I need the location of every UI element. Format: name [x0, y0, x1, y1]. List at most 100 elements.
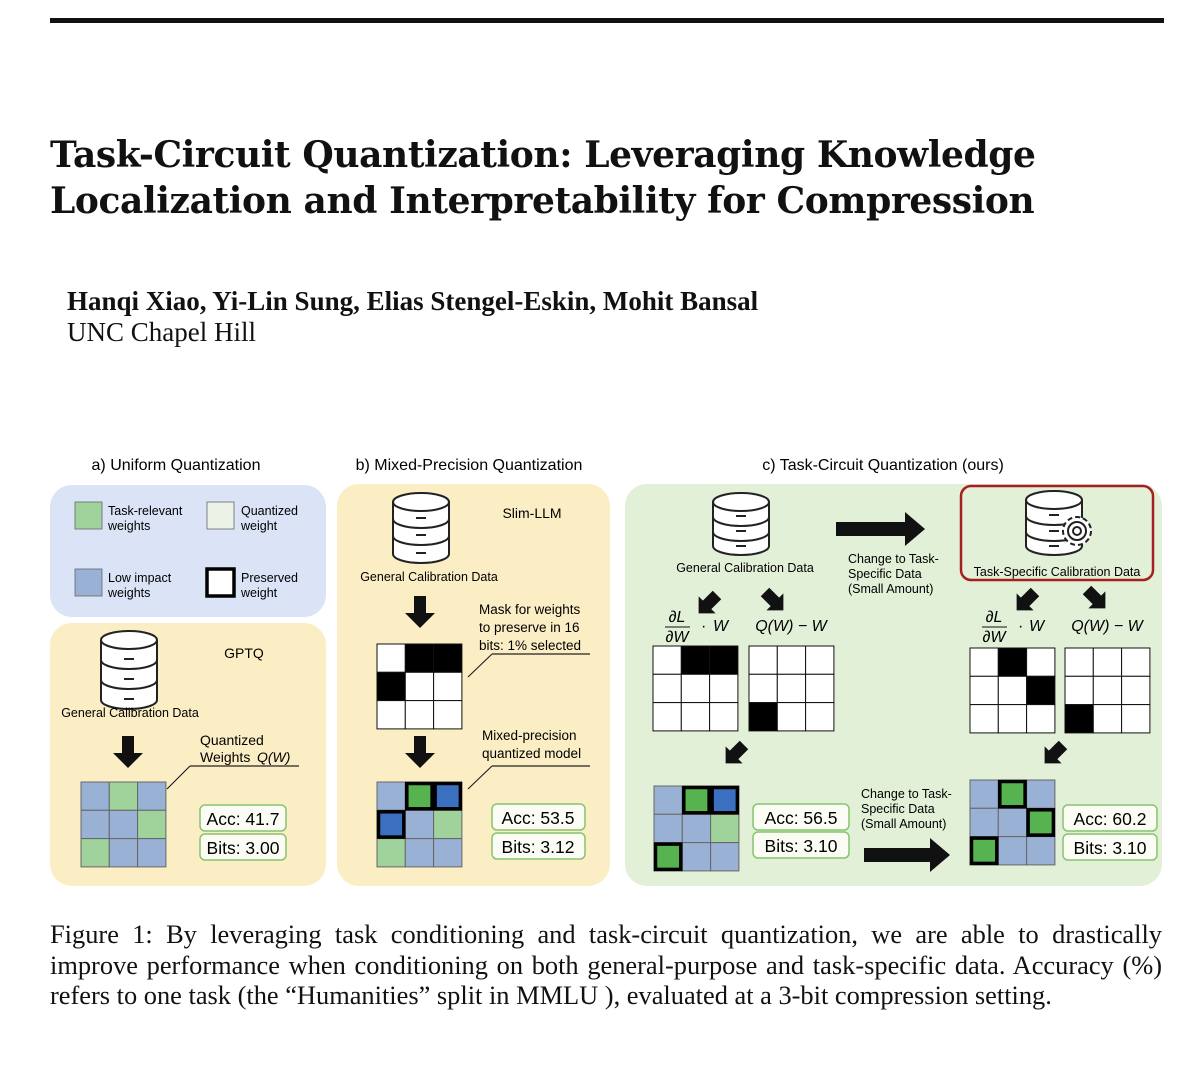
grid-cell — [1064, 704, 1094, 734]
database-icon — [392, 492, 450, 564]
callout-line — [467, 653, 590, 678]
down-left-arrow-icon — [725, 740, 749, 764]
svg-text:∂L: ∂L — [669, 609, 686, 626]
legend-low-impact-line1: Low impact — [108, 571, 172, 585]
svg-text:Change to Task-Specific Data(S: Change to Task-Specific Data(Small Amoun… — [861, 787, 952, 831]
grid-cell — [404, 838, 435, 868]
grid-cell — [376, 838, 406, 868]
quantization-error-formula: Q(W) − W — [1071, 618, 1144, 635]
grid-cell — [805, 645, 835, 675]
legend-quantized-line2: weight — [240, 519, 278, 533]
panel-b-title: b) Mixed-Precision Quantization — [356, 457, 583, 474]
grid-cell — [653, 785, 683, 815]
grid-cell — [1092, 647, 1123, 677]
grid-cell — [376, 643, 406, 673]
grid-cell — [1092, 675, 1123, 706]
acc-box — [752, 803, 850, 831]
grid-cell — [709, 673, 739, 704]
bits-box — [1062, 833, 1158, 861]
callout-line — [166, 765, 299, 790]
down-right-arrow-icon — [1082, 585, 1106, 609]
grid-cell — [681, 842, 712, 872]
down-arrow-icon — [113, 736, 143, 768]
mask-grid — [376, 643, 463, 730]
legend-swatch-low-impact — [74, 568, 103, 597]
legend-swatch-preserved — [205, 567, 236, 598]
grid-cell — [776, 645, 807, 675]
legend-box — [50, 485, 326, 617]
model-note-line1: Mixed-precision — [482, 728, 577, 743]
grid-cell — [404, 700, 435, 730]
grid-cell — [997, 704, 1028, 734]
svg-text:·: · — [701, 618, 706, 635]
grid-cell — [433, 643, 463, 673]
grid-cell — [1026, 836, 1056, 866]
grid-cell — [137, 781, 167, 811]
grid-cell — [653, 813, 683, 844]
grid-cell — [1064, 647, 1094, 677]
grid-cell — [376, 671, 406, 702]
down-right-arrow-icon — [760, 587, 784, 611]
grid-cell — [997, 807, 1028, 838]
gradient-saliency-formula: ∂L ∂W · W — [665, 609, 730, 646]
panel-a-data-label: General Calibration Data — [61, 706, 199, 720]
preserved-cell — [998, 779, 1027, 809]
grid-cell — [433, 809, 463, 840]
grid-cell — [652, 702, 682, 732]
panel-a-bits: Bits: 3.00 — [207, 838, 280, 858]
grid-cell — [652, 673, 682, 704]
acc-box — [491, 803, 586, 831]
quantization-error-formula: Q(W) − W — [755, 618, 828, 635]
paper-title: Task-Circuit Quantization: Leveraging Kn… — [50, 134, 1036, 222]
mask-note-line2: to preserve in 16 — [479, 620, 580, 635]
grid-cell — [680, 673, 711, 704]
panel-b-bits: Bits: 3.12 — [502, 837, 575, 857]
panel-b-acc: Acc: 53.5 — [502, 808, 575, 828]
svg-text:∂L: ∂L — [986, 609, 1003, 626]
weight-grid — [969, 779, 1056, 866]
preserved-cell — [653, 842, 683, 872]
grid-cell — [80, 838, 110, 868]
panel-a-callout-math: Q(W) — [257, 749, 290, 765]
top-rule — [50, 18, 1164, 23]
saliency-grid — [969, 647, 1056, 734]
legend-swatch-task-relevant — [74, 501, 103, 530]
preserved-cell — [433, 781, 463, 811]
callout-line — [467, 765, 590, 790]
preserved-cell — [1026, 808, 1056, 837]
grid-cell — [1092, 704, 1123, 734]
grid-cell — [748, 673, 778, 704]
grid-cell — [137, 809, 167, 840]
down-left-arrow-icon — [1016, 587, 1040, 611]
affiliation: UNC Chapel Hill — [67, 317, 256, 347]
grid-cell — [710, 842, 740, 872]
grid-cell — [969, 779, 999, 809]
grid-cell — [137, 838, 167, 868]
weight-grid — [653, 785, 740, 872]
panel-b-data-label: General Calibration Data — [360, 570, 498, 584]
grid-cell — [710, 813, 740, 844]
grid-cell — [680, 645, 711, 675]
bits-box — [199, 833, 287, 861]
svg-text:·: · — [1018, 618, 1023, 635]
panel-c-task-label: Task-Specific Calibration Data — [974, 565, 1141, 579]
grid-cell — [1064, 675, 1094, 706]
grid-cell — [80, 781, 110, 811]
panel-a-title: a) Uniform Quantization — [92, 457, 261, 474]
panel-a-callout-line1: Quantized — [200, 732, 264, 748]
svg-text:W: W — [1029, 618, 1046, 635]
legend-preserved-line1: Preserved — [241, 571, 298, 585]
grid-cell — [404, 643, 435, 673]
grid-cell — [969, 675, 999, 706]
mask-note-line3: bits: 1% selected — [479, 638, 581, 653]
down-arrow-icon — [405, 736, 435, 768]
right-arrow-icon — [864, 838, 950, 872]
grid-cell — [776, 673, 807, 704]
grid-cell — [969, 647, 999, 677]
database-icon — [100, 630, 158, 710]
panel-a-method: GPTQ — [224, 645, 264, 661]
right-arrow-icon — [836, 512, 925, 546]
